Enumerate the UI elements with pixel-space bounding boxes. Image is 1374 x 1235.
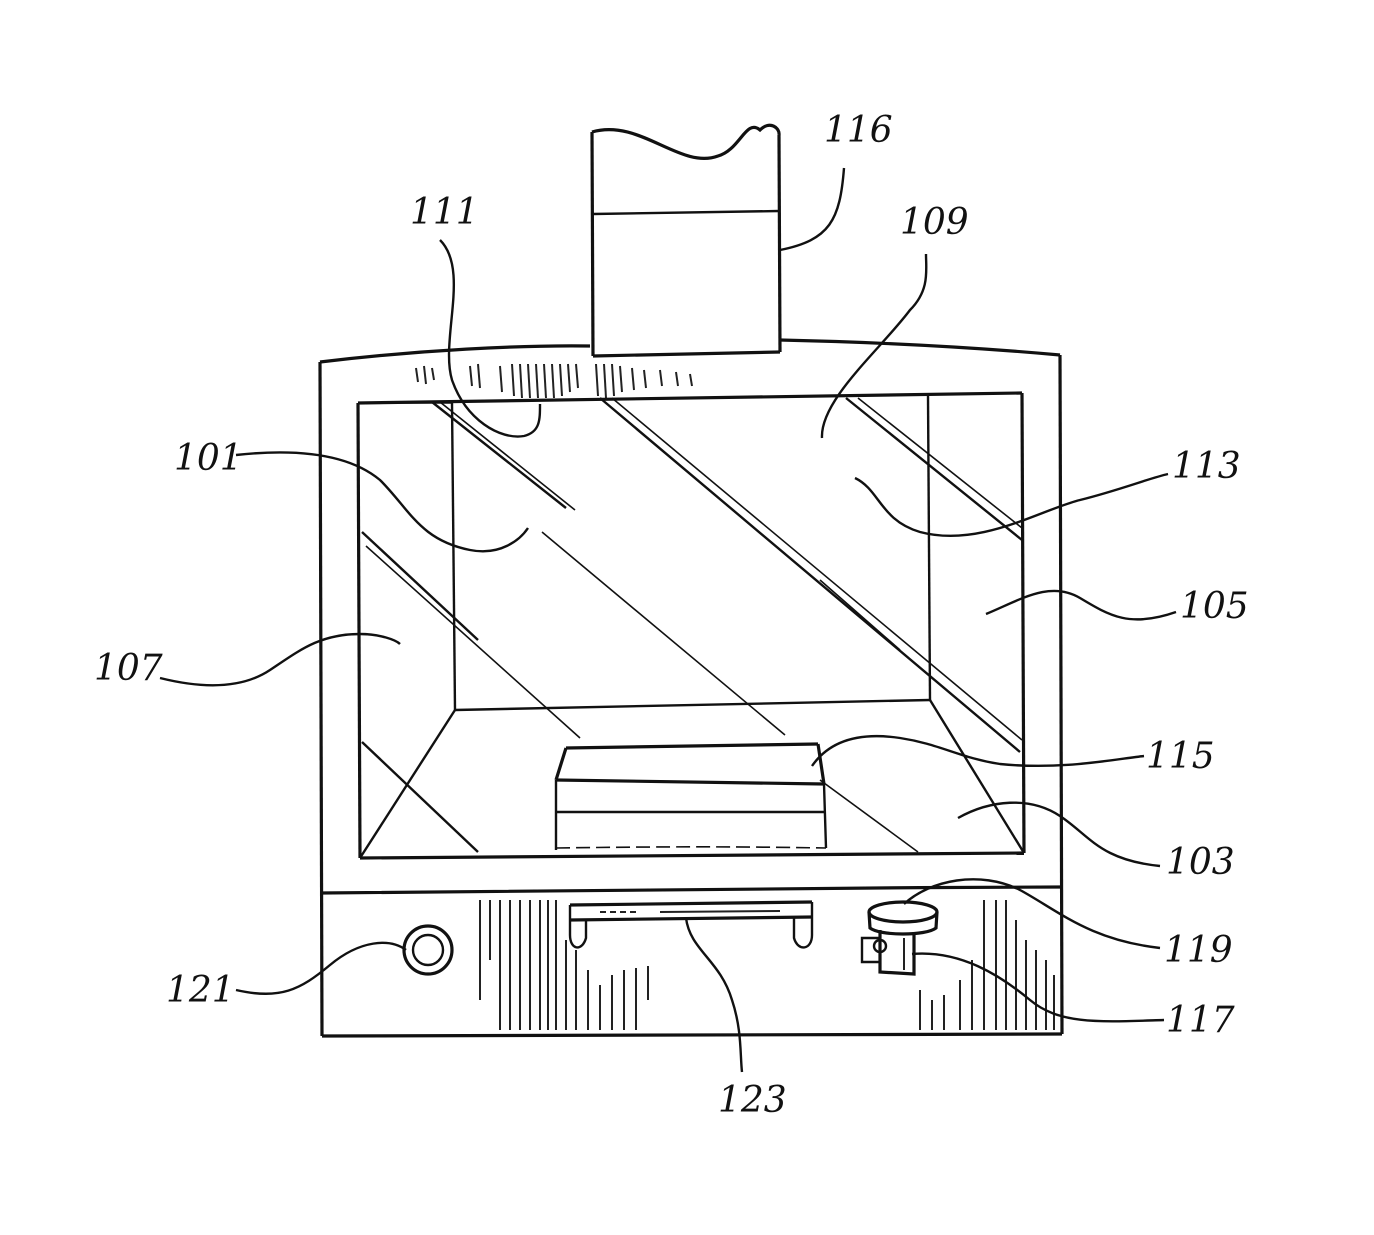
label-105: 105: [1180, 586, 1249, 627]
exhaust-duct: [592, 125, 780, 356]
label-115: 115: [1146, 736, 1215, 777]
leader-115: [812, 736, 1144, 766]
label-113: 113: [1172, 446, 1241, 487]
cabinet-outer-frame: [320, 340, 1062, 1036]
leader-105: [986, 591, 1176, 620]
leader-123: [686, 918, 742, 1072]
drawer-handle: [570, 902, 812, 947]
label-103: 103: [1166, 842, 1235, 883]
valve-fitting: [862, 902, 937, 974]
leader-103: [958, 803, 1160, 866]
sample-tray: [556, 744, 826, 850]
leader-116: [780, 168, 844, 250]
label-101: 101: [174, 438, 243, 479]
control-knob: [404, 926, 452, 974]
leader-111: [440, 240, 540, 437]
label-111: 111: [410, 192, 479, 233]
label-109: 109: [900, 202, 969, 243]
chamber-interior: [358, 396, 1024, 858]
leader-119: [904, 879, 1160, 948]
label-121: 121: [166, 970, 235, 1011]
label-107: 107: [94, 648, 163, 689]
leader-117: [912, 954, 1164, 1022]
leader-113: [855, 474, 1168, 536]
label-117: 117: [1166, 1000, 1235, 1041]
label-123: 123: [718, 1080, 787, 1121]
reference-numerals: 116 111 109 101 113 105 107 115 103 119 …: [94, 110, 1249, 1121]
label-116: 116: [824, 110, 893, 151]
base-panel-hatching: [480, 900, 1054, 1030]
leader-107: [160, 634, 400, 685]
chamber-opening: [358, 393, 1024, 858]
label-119: 119: [1164, 930, 1233, 971]
leader-101: [236, 452, 528, 551]
glass-reflections: [362, 398, 1022, 852]
